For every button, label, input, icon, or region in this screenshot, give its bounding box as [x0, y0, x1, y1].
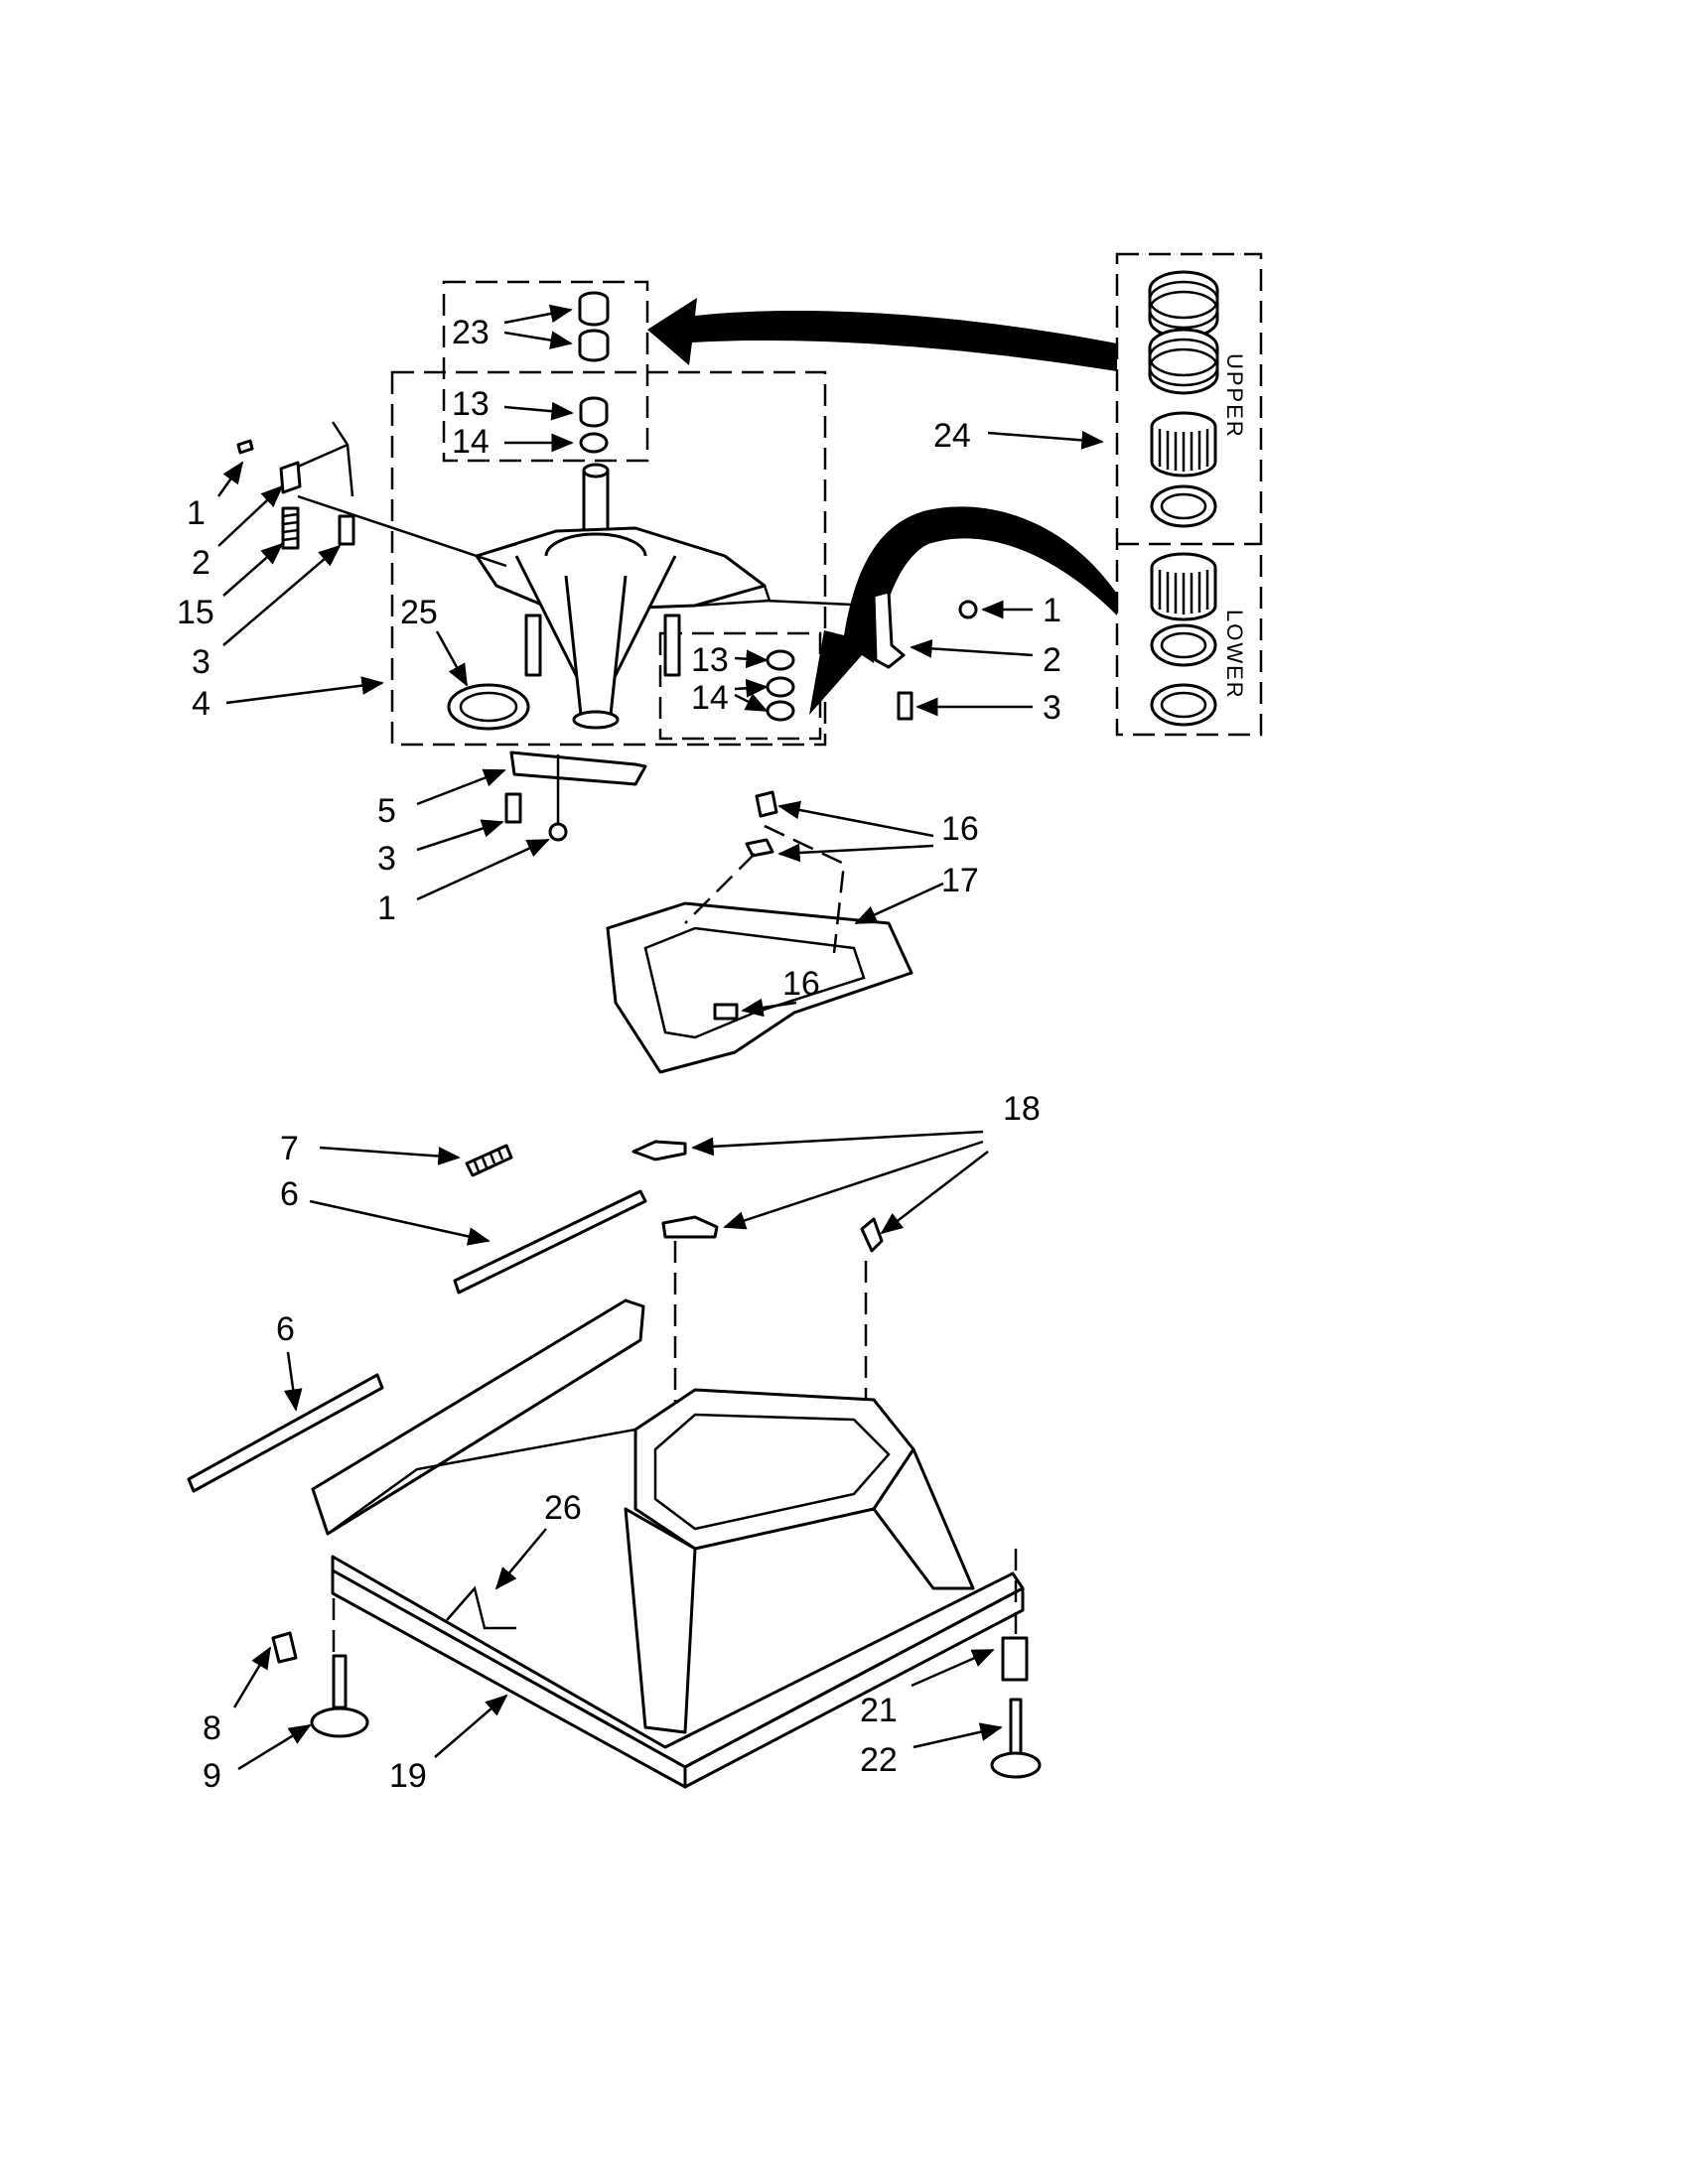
callout-15: 15	[177, 594, 214, 631]
callout-2: 2	[192, 544, 210, 582]
callout-13: 13	[452, 385, 490, 423]
callout-6: 6	[280, 1175, 299, 1213]
callout-3: 3	[377, 840, 396, 878]
callout-1: 1	[377, 889, 396, 927]
box-suspension-assembly	[390, 370, 827, 747]
left-bracket-group	[236, 421, 507, 568]
callout-16: 16	[941, 810, 979, 848]
callout-16: 16	[782, 965, 820, 1003]
spindle-top-parts	[578, 291, 610, 454]
tub-support-assembly	[606, 790, 913, 1074]
right-bracket-group	[764, 590, 978, 721]
callout-1: 1	[187, 494, 206, 532]
machine-base-frame	[187, 1140, 1025, 1789]
callout-19: 19	[389, 1757, 427, 1795]
box-bearing-kit	[1115, 252, 1263, 737]
callout-3: 3	[192, 643, 210, 681]
callout-17: 17	[941, 862, 979, 899]
callout-3: 3	[1043, 689, 1061, 727]
callout-14: 14	[452, 423, 490, 461]
callout-18: 18	[1003, 1090, 1041, 1128]
arrow-upper-kit	[647, 298, 1117, 371]
callout-1: 1	[1043, 592, 1061, 629]
lower-bearing-parts	[766, 649, 795, 722]
callout-14: 14	[691, 679, 729, 717]
callout-13: 13	[691, 641, 729, 679]
callout-24: 24	[933, 417, 971, 455]
callout-4: 4	[192, 685, 210, 723]
callout-7: 7	[280, 1130, 299, 1167]
callout-5: 5	[377, 792, 396, 830]
callout-22: 22	[860, 1741, 898, 1779]
callout-21: 21	[860, 1692, 898, 1729]
suspension-assembly	[475, 463, 772, 730]
callout-2: 2	[1043, 641, 1061, 679]
callout-26: 26	[544, 1489, 582, 1527]
callout-9: 9	[203, 1757, 221, 1795]
leader-lines	[216, 304, 1104, 1771]
bottom-bracket-group	[504, 751, 647, 842]
kit-label-upper: UPPER	[1222, 353, 1247, 439]
callout-23: 23	[452, 314, 490, 351]
box-lower-bearing	[658, 631, 822, 741]
callout-8: 8	[203, 1709, 221, 1747]
arrow-lower-kit	[809, 506, 1117, 715]
leveling-legs	[271, 1549, 1042, 1779]
kit-label-lower: LOWER	[1222, 610, 1247, 700]
callout-25: 25	[400, 594, 438, 631]
bearing-kit-parts	[1148, 270, 1219, 727]
callout-6: 6	[276, 1310, 295, 1348]
